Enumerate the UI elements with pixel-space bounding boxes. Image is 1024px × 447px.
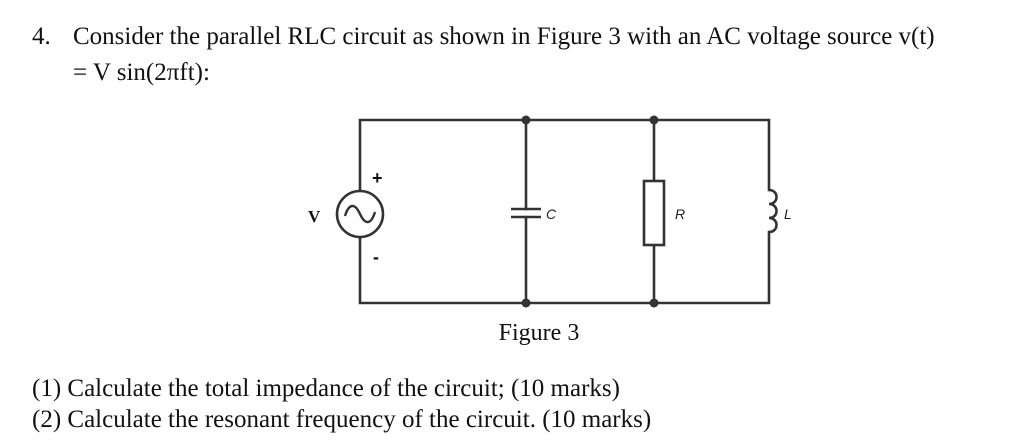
subquestion-1: (1) Calculate the total impedance of the… [32,375,620,402]
question-text-line2: = V sin(2πft): [73,59,210,86]
subquestion-2: (2) Calculate the resonant frequency of … [32,406,652,433]
source-label: V [308,207,321,226]
node-bottom-resistor [649,298,659,308]
question-text-line1: Consider the parallel RLC circuit as sho… [73,23,935,50]
node-top-capacitor [521,115,531,125]
minus-sign: - [373,247,379,267]
resistor-icon [642,179,666,247]
circuit-wires [358,118,771,305]
capacitor-icon [511,207,541,219]
node-top-resistor [649,115,659,125]
figure-caption: Figure 3 [499,320,580,346]
plus-sign: + [372,168,383,188]
top-wire [358,118,771,193]
node-bottom-capacitor [521,298,531,308]
question-number: 4. [32,23,51,50]
bottom-wire [358,230,771,305]
capacitor-label: C [546,206,557,222]
inductor-icon [768,188,778,234]
ac-source-icon [335,189,385,239]
inductor-label: L [784,206,792,222]
resistor-label: R [675,206,685,222]
